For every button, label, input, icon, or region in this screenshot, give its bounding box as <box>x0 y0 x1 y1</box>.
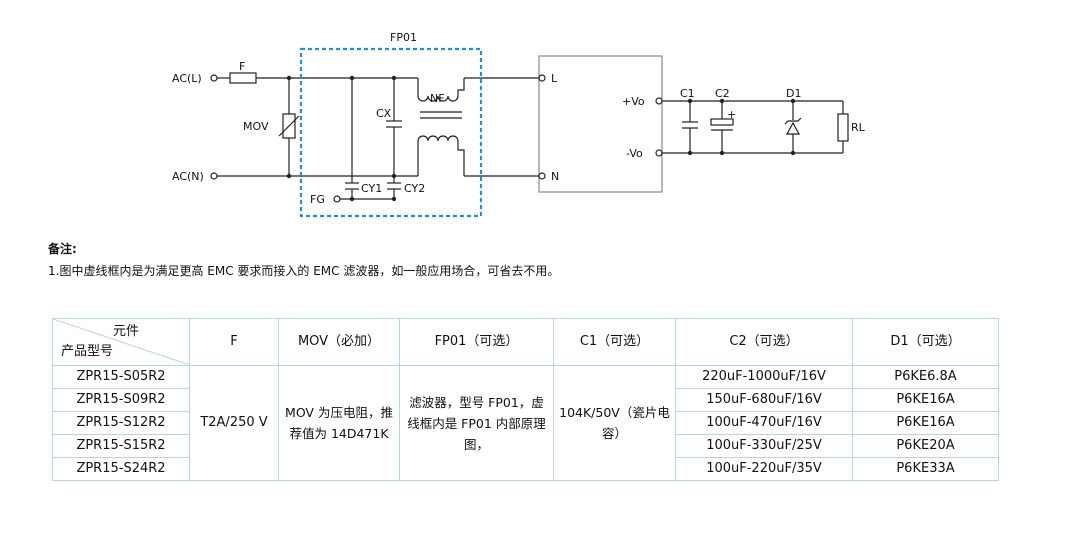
label-c1: C1 <box>680 87 695 100</box>
label-fg: FG <box>310 193 325 206</box>
notes-title: 备注: <box>48 242 77 256</box>
d1-value-cell: P6KE6.8A <box>852 365 999 389</box>
label-c2-plus: + <box>727 108 736 121</box>
component-table: 元件 产品型号 F MOV（必加） FP01（可选） C1（可选） C2（可选）… <box>52 318 999 481</box>
d1-value-cell: P6KE20A <box>852 434 999 458</box>
label-ac-l: AC(L) <box>172 72 202 85</box>
table-header-cell: C1（可选） <box>553 318 676 366</box>
label-cy1: CY1 <box>361 182 382 195</box>
table-header-cell: D1（可选） <box>852 318 999 366</box>
converter-module-box <box>538 55 663 193</box>
label-out-neg: -Vo <box>626 147 643 160</box>
table-corner-cell: 元件 产品型号 <box>52 318 190 366</box>
label-ac-n: AC(N) <box>172 170 204 183</box>
model-cell: ZPR15-S12R2 <box>52 411 190 435</box>
label-fuse: F <box>239 60 245 73</box>
model-cell: ZPR15-S24R2 <box>52 457 190 481</box>
d1-value-cell: P6KE16A <box>852 388 999 412</box>
label-c2: C2 <box>715 87 730 100</box>
table-header-row: 元件 产品型号 F MOV（必加） FP01（可选） C1（可选） C2（可选）… <box>52 318 999 366</box>
label-rl: RL <box>851 121 866 134</box>
label-in-n: N <box>551 170 559 183</box>
mov-value-cell: MOV 为压电阻，推荐值为 14D471K <box>278 365 400 481</box>
c2-value-cell: 220uF-1000uF/16V <box>675 365 853 389</box>
c2-value-cell: 100uF-330uF/25V <box>675 434 853 458</box>
c1-value-cell: 104K/50V（瓷片电容） <box>553 365 676 481</box>
d1-value-cell: P6KE16A <box>852 411 999 435</box>
circuit-diagram: FP01 AC(L) AC(N) F MOV CX NF CY1 CY2 FG … <box>172 31 866 218</box>
c2-value-cell: 100uF-220uF/35V <box>675 457 853 481</box>
label-d1: D1 <box>786 87 801 100</box>
table-row: ZPR15-S15R2 100uF-330uF/25V P6KE20A <box>52 434 999 458</box>
label-cy2: CY2 <box>404 182 425 195</box>
label-mov: MOV <box>243 120 269 133</box>
label-fp01: FP01 <box>390 31 417 44</box>
table-header-cell: C2（可选） <box>675 318 853 366</box>
model-cell: ZPR15-S15R2 <box>52 434 190 458</box>
label-in-l: L <box>551 72 558 85</box>
model-cell: ZPR15-S05R2 <box>52 365 190 389</box>
corner-bottom-label: 产品型号 <box>61 344 114 359</box>
c2-value-cell: 150uF-680uF/16V <box>675 388 853 412</box>
fp01-value-cell: 滤波器，型号 FP01，虚线框内是 FP01 内部原理图， <box>399 365 554 481</box>
fp01-dashed-box <box>299 47 483 218</box>
table-row: ZPR15-S09R2 150uF-680uF/16V P6KE16A <box>52 388 999 412</box>
table-row: ZPR15-S05R2 T2A/250 V MOV 为压电阻，推荐值为 14D4… <box>52 365 999 481</box>
fuse-symbol <box>229 72 257 84</box>
model-cell: ZPR15-S09R2 <box>52 388 190 412</box>
table-header-cell: MOV（必加） <box>278 318 400 366</box>
f-value-cell: T2A/250 V <box>189 365 279 481</box>
load-resistor-symbol <box>837 113 849 142</box>
notes-line-1: 1.图中虚线框内是为满足更高 EMC 要求而接入的 EMC 滤波器，如一般应用场… <box>48 264 560 278</box>
label-nf: NF <box>430 92 445 105</box>
label-cx: CX <box>376 107 392 120</box>
table-row: ZPR15-S12R2 100uF-470uF/16V P6KE16A <box>52 411 999 435</box>
c2-value-cell: 100uF-470uF/16V <box>675 411 853 435</box>
table-row: ZPR15-S24R2 100uF-220uF/35V P6KE33A <box>52 457 999 481</box>
d1-value-cell: P6KE33A <box>852 457 999 481</box>
label-out-pos: +Vo <box>622 95 645 108</box>
table-header-cell: FP01（可选） <box>399 318 554 366</box>
corner-top-label: 元件 <box>113 324 140 339</box>
table-header-cell: F <box>189 318 279 366</box>
